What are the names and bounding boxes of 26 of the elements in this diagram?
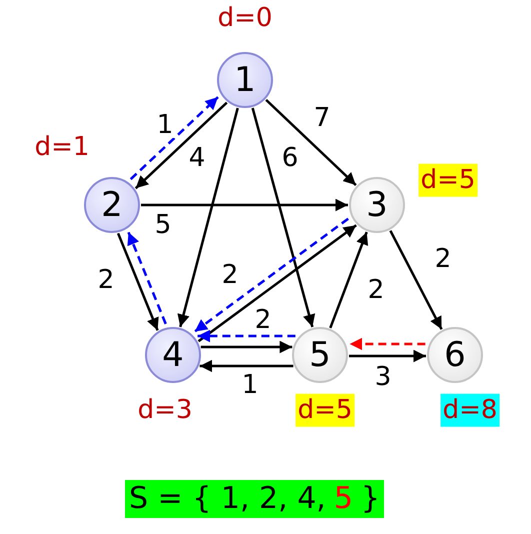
set-text: S = { 1, 2, 4, xyxy=(129,480,326,518)
distance-label: d=5 xyxy=(418,164,478,196)
arrow xyxy=(116,232,159,331)
arrow xyxy=(349,350,426,362)
arrow xyxy=(200,360,294,372)
set-text: } xyxy=(360,480,380,518)
arrow xyxy=(198,224,357,342)
arrow xyxy=(389,230,443,330)
distance-label: d=3 xyxy=(136,394,194,426)
arrow xyxy=(350,338,426,350)
arrow xyxy=(177,108,239,328)
arrow xyxy=(251,108,316,328)
distance-label: d=1 xyxy=(34,130,90,164)
distance-label: d=5 xyxy=(296,394,354,426)
arrow xyxy=(130,96,219,180)
arrow xyxy=(198,330,296,342)
distance-label: d=8 xyxy=(440,394,500,426)
set-text: 5 xyxy=(334,480,353,518)
arrow xyxy=(194,218,349,333)
distance-label: d=0 xyxy=(216,2,274,34)
arrow xyxy=(200,340,292,354)
arrow xyxy=(329,232,368,328)
arrow xyxy=(265,99,357,186)
arrow xyxy=(127,232,167,324)
arrow xyxy=(141,198,348,212)
arrow xyxy=(134,102,228,190)
